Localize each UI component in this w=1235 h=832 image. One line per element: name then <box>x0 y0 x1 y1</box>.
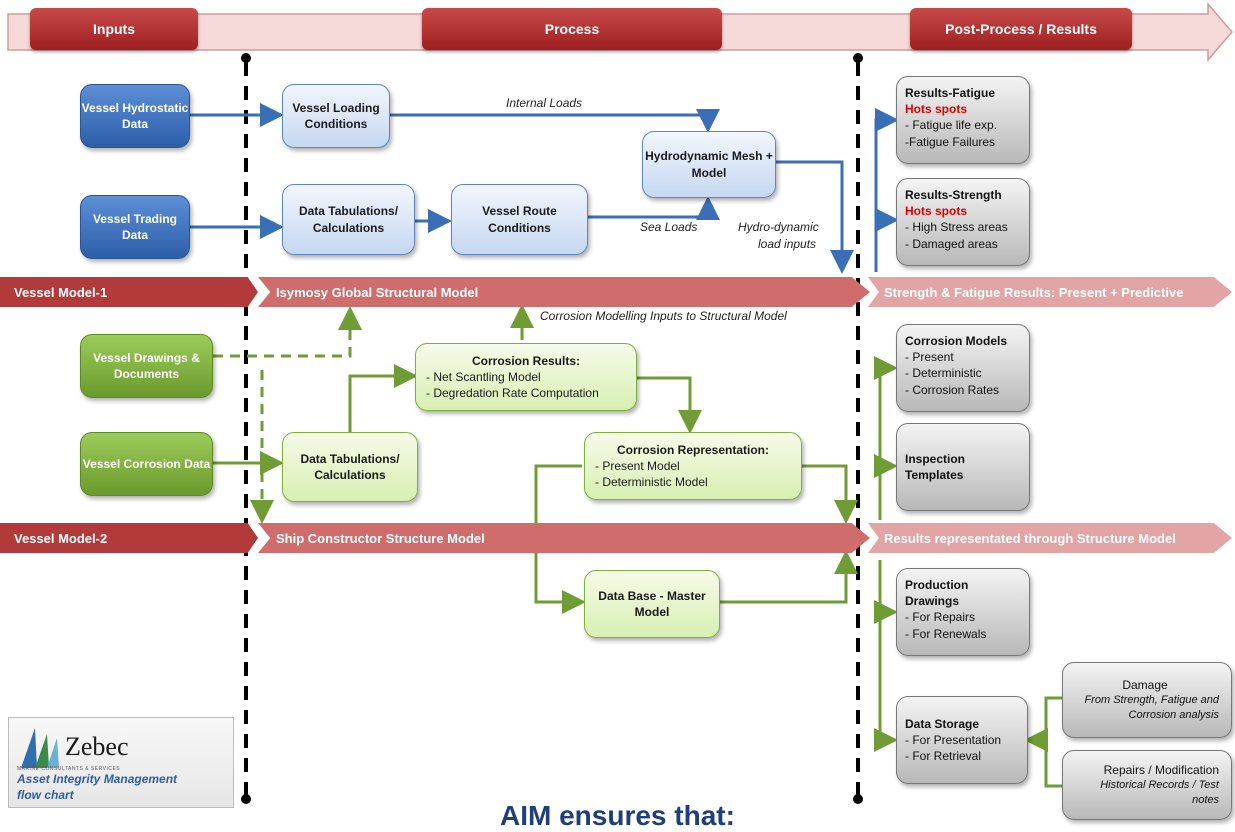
band-ship-constructor-model: Ship Constructor Structure Model <box>258 523 870 553</box>
input-vessel-hydrostatic[interactable]: Vessel Hydrostatic Data <box>80 84 190 148</box>
zebec-brand: Zebec <box>65 732 129 761</box>
footer-heading: AIM ensures that: <box>500 800 735 831</box>
band-strength-fatigue-results: Strength & Fatigue Results: Present + Pr… <box>868 277 1232 307</box>
result-repairs[interactable]: Repairs / Modification Historical Record… <box>1062 750 1232 820</box>
corrosion-results-title: Corrosion Results: <box>471 353 580 368</box>
phase-inputs: Inputs <box>30 8 198 50</box>
result-damage-title: Damage <box>1122 678 1168 693</box>
process-database-master[interactable]: Data Base - Master Model <box>584 570 720 638</box>
result-inspection-templates[interactable]: Inspection Templates <box>896 423 1030 511</box>
result-fatigue-hotspots: Hots spots <box>905 102 968 117</box>
corrosion-results-item: - Degredation Rate Computation <box>426 386 599 401</box>
result-corrosion-models[interactable]: Corrosion Models - Present - Determinist… <box>896 324 1030 412</box>
input-vessel-trading[interactable]: Vessel Trading Data <box>80 195 190 259</box>
process-corrosion-representation[interactable]: Corrosion Representation: - Present Mode… <box>584 432 802 500</box>
zebec-tagline: MARINE CONSULTANTS & SERVICES <box>17 766 121 772</box>
process-corrosion-results[interactable]: Corrosion Results: - Net Scantling Model… <box>415 343 637 411</box>
result-inspection-title: Inspection Templates <box>905 451 966 482</box>
process-vessel-route[interactable]: Vessel Route Conditions <box>451 184 588 255</box>
result-production-item: - For Repairs <box>905 610 976 625</box>
label-corrosion-inputs: Corrosion Modelling Inputs to Structural… <box>540 309 787 323</box>
label-hydro-dynamic: Hydro-dynamic <box>738 220 819 234</box>
result-data-storage-item: - For Retrieval <box>905 749 982 764</box>
band-results-representation: Results representated through Structure … <box>868 523 1232 553</box>
result-data-storage-title: Data Storage <box>905 716 980 731</box>
result-data-storage-item: - For Presentation <box>905 732 1002 747</box>
phase-process: Process <box>422 8 722 50</box>
result-fatigue-item: - Fatigue life exp. <box>905 118 998 133</box>
result-repairs-subtitle: Historical Records / Test notes <box>1100 779 1219 807</box>
result-strength-title: Results-Strength <box>905 188 1002 202</box>
corrosion-representation-item: - Present Model <box>595 458 680 473</box>
result-strength[interactable]: Results-Strength Hots spots - High Stres… <box>896 178 1030 266</box>
label-sea-loads: Sea Loads <box>640 220 698 234</box>
result-data-storage[interactable]: Data Storage - For Presentation - For Re… <box>896 696 1028 784</box>
result-strength-item: - High Stress areas <box>905 220 1008 235</box>
band-isymosy-model: Isymosy Global Structural Model <box>258 277 870 307</box>
result-corrosion-models-item: - Corrosion Rates <box>905 382 1000 397</box>
result-production-title: Production Drawings <box>905 578 969 609</box>
result-fatigue-title: Results-Fatigue <box>905 86 996 100</box>
result-strength-hotspots: Hots spots <box>905 204 968 219</box>
result-damage[interactable]: Damage From Strength, Fatigue and Corros… <box>1062 662 1232 738</box>
zebec-logo-block: Zebec MARINE CONSULTANTS & SERVICES Asse… <box>8 717 234 808</box>
result-production-drawings[interactable]: Production Drawings - For Repairs - For … <box>896 568 1030 656</box>
process-data-tabulations-1[interactable]: Data Tabulations/ Calculations <box>282 184 415 255</box>
result-repairs-title: Repairs / Modification <box>1103 763 1219 778</box>
sail-logo-icon <box>21 728 59 768</box>
label-load-inputs: load inputs <box>758 237 817 251</box>
result-damage-subtitle: From Strength, Fatigue and Corrosion ana… <box>1084 694 1219 722</box>
input-vessel-drawings[interactable]: Vessel Drawings & Documents <box>80 334 213 398</box>
band-vessel-model-1: Vessel Model-1 <box>0 277 258 307</box>
result-corrosion-models-item: - Deterministic <box>905 366 982 381</box>
phase-post-process: Post-Process / Results <box>910 8 1132 50</box>
logo-caption-2: flow chart <box>17 788 74 802</box>
result-production-item: - For Renewals <box>905 626 987 641</box>
process-hydrodynamic-mesh[interactable]: Hydrodynamic Mesh + Model <box>642 131 776 198</box>
process-vessel-loading[interactable]: Vessel Loading Conditions <box>282 84 390 148</box>
input-vessel-corrosion[interactable]: Vessel Corrosion Data <box>80 432 213 496</box>
corrosion-representation-item: - Deterministic Model <box>595 475 708 490</box>
logo-caption-1: Asset Integrity Management <box>17 772 178 786</box>
process-data-tabulations-2[interactable]: Data Tabulations/ Calculations <box>282 432 418 502</box>
result-corrosion-models-item: - Present <box>905 350 954 365</box>
result-corrosion-models-title: Corrosion Models <box>905 334 1008 348</box>
result-fatigue-item: -Fatigue Failures <box>905 134 996 149</box>
result-fatigue[interactable]: Results-Fatigue Hots spots - Fatigue lif… <box>896 76 1030 164</box>
band-vessel-model-2: Vessel Model-2 <box>0 523 258 553</box>
result-strength-item: - Damaged areas <box>905 236 998 251</box>
corrosion-results-item: - Net Scantling Model <box>426 369 541 384</box>
label-internal-loads: Internal Loads <box>506 96 583 110</box>
corrosion-representation-title: Corrosion Representation: <box>616 442 769 457</box>
